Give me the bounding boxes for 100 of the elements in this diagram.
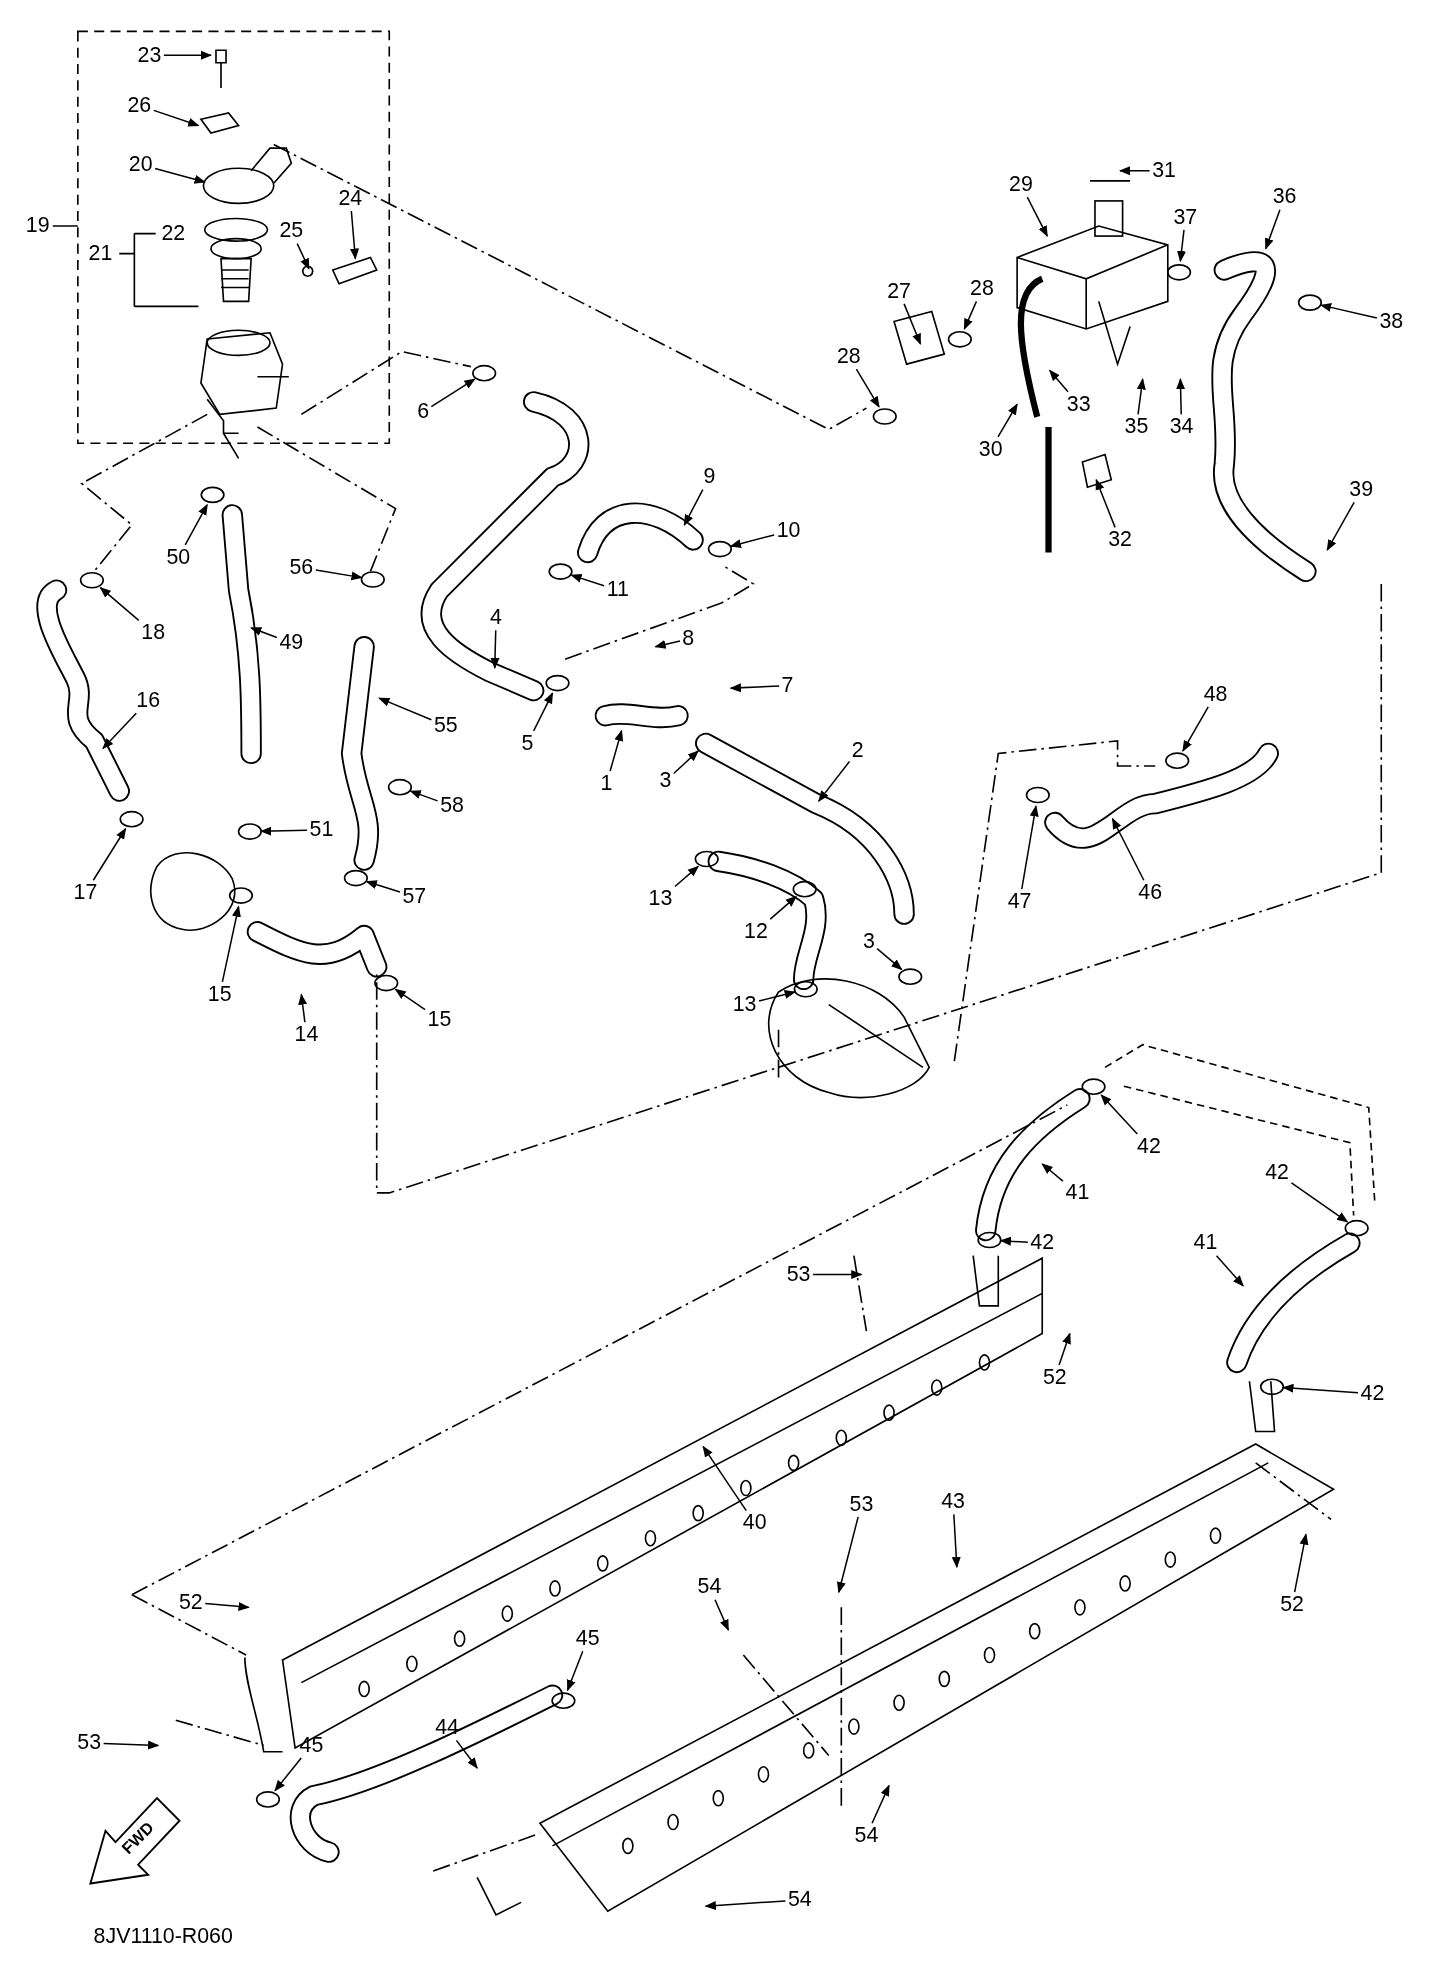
callout-number: 53	[849, 1493, 874, 1516]
callout-number: 8	[682, 627, 695, 651]
leader-line	[672, 750, 699, 775]
leader-line	[903, 303, 922, 346]
drawing-code: 8JV1110-R060	[93, 1925, 233, 1948]
callout-number: 22	[161, 222, 186, 245]
leader-line	[817, 760, 851, 803]
callout-number: 19	[25, 214, 50, 238]
leader-line	[609, 729, 624, 772]
leader-line	[1136, 378, 1146, 416]
callout-number: 52	[179, 1590, 203, 1614]
callout-number: 42	[1030, 1231, 1055, 1255]
callout-number: 31	[1152, 159, 1176, 183]
leader-line	[184, 503, 208, 546]
leader-line	[1290, 1182, 1349, 1223]
callout-number: 15	[207, 983, 232, 1006]
callout-number: 56	[289, 556, 314, 579]
callout-number: 32	[1108, 528, 1132, 552]
leader-line	[455, 1739, 478, 1769]
callout-number: 39	[1349, 478, 1374, 501]
leader-line	[871, 1784, 890, 1825]
callout-number: 57	[402, 885, 427, 908]
leader-line	[260, 826, 308, 836]
callout-number: 41	[1065, 1181, 1090, 1205]
leader-line	[812, 1270, 863, 1280]
callout-number: 29	[1009, 173, 1033, 196]
callout-number: 53	[786, 1263, 811, 1286]
leader-line	[153, 109, 200, 127]
callout-number: 16	[136, 689, 161, 712]
callout-number: 47	[1007, 890, 1032, 913]
leader-line	[704, 1900, 787, 1910]
callout-number: 1	[600, 772, 613, 795]
leader-line	[1058, 1332, 1071, 1366]
callout-number: 24	[338, 187, 363, 210]
callout-number: 28	[836, 345, 861, 368]
callout-number: 9	[703, 465, 716, 489]
leader-line	[1182, 706, 1209, 752]
leader-line	[532, 692, 554, 732]
leader-line	[163, 50, 213, 60]
callout-number: 48	[1203, 683, 1228, 706]
leader-line	[1026, 196, 1048, 238]
callout-number: 36	[1272, 185, 1297, 209]
leader-line	[250, 627, 278, 639]
callout-number: 42	[1137, 1135, 1161, 1158]
leader-line	[674, 865, 699, 888]
leader-line	[654, 640, 681, 649]
callout-number: 25	[279, 219, 304, 243]
leader-line	[92, 827, 127, 881]
leader-line	[274, 1757, 302, 1792]
leader-line	[1282, 1383, 1359, 1394]
callout-number: 3	[659, 769, 672, 793]
leader-line	[1265, 208, 1281, 250]
leader-line	[714, 1599, 730, 1631]
callout-number: 33	[1066, 393, 1091, 416]
callout-number: 37	[1173, 205, 1198, 229]
leader-line	[102, 1740, 160, 1750]
leader-line	[566, 1650, 584, 1692]
leader-line	[1177, 229, 1186, 263]
leader-line	[1111, 817, 1145, 881]
leader-line	[1319, 303, 1378, 319]
callout-number: 18	[141, 621, 166, 645]
callout-number: 40	[742, 1511, 767, 1535]
callout-number: 13	[648, 887, 673, 911]
callout-number: 42	[1360, 1382, 1385, 1406]
leader-line	[298, 993, 308, 1023]
callout-number: 38	[1379, 310, 1404, 333]
leader-line	[836, 1516, 859, 1594]
leader-line	[315, 569, 363, 581]
callout-number: 44	[435, 1716, 459, 1740]
leader-line	[1095, 478, 1116, 529]
leader-line	[683, 488, 704, 526]
callout-number: 52	[1042, 1366, 1067, 1389]
leader-line	[855, 368, 880, 408]
leader-line	[490, 629, 500, 670]
leader-line	[1326, 501, 1355, 551]
callout-number: 45	[575, 1627, 600, 1650]
leader-line	[963, 300, 978, 331]
callout-number: 7	[781, 674, 794, 697]
leader-line	[1176, 378, 1186, 416]
leader-line	[99, 586, 140, 622]
callout-number: 41	[1193, 1231, 1218, 1255]
leader-line	[702, 1445, 747, 1512]
callout-number: 35	[1124, 415, 1149, 439]
callout-number: 34	[1169, 415, 1194, 439]
leader-line	[1041, 1163, 1064, 1182]
callout-number: 14	[294, 1023, 319, 1046]
callout-number: 13	[732, 993, 757, 1016]
callout-number: 11	[606, 578, 629, 602]
callout-number: 3	[863, 930, 875, 954]
leader-line	[394, 988, 426, 1011]
leader-line	[1049, 369, 1069, 393]
callout-number: 20	[128, 153, 153, 176]
callout-number: 53	[77, 1731, 102, 1755]
leader-line	[570, 573, 605, 587]
callout-number: 15	[427, 1008, 452, 1031]
callout-number: 27	[887, 280, 911, 303]
leader-line	[430, 378, 476, 408]
leader-line	[729, 683, 780, 693]
leader-line	[729, 534, 775, 549]
leader-line	[951, 1513, 961, 1569]
